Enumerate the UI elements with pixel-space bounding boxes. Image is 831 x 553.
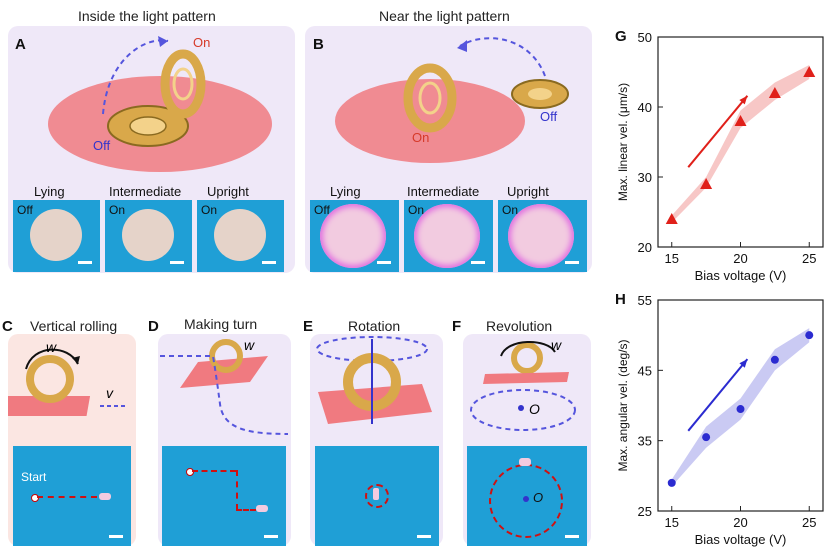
chart-g-point [803, 66, 816, 77]
chart-h-ytick-label: 45 [638, 363, 652, 378]
a-caption-lying: Lying [34, 184, 65, 199]
chart-h-ytick-label: 25 [638, 504, 652, 519]
b-caption-upright: Upright [507, 184, 549, 199]
state-label: Off [314, 203, 330, 217]
chart-g-point [734, 115, 747, 126]
panel-a-title: Inside the light pattern [78, 8, 216, 24]
a-image-intermediate: On [105, 200, 192, 272]
panel-f-title: Revolution [486, 318, 553, 334]
svg-text:v: v [106, 385, 114, 401]
gear-lying-icon [107, 105, 189, 147]
panel-c-letter: C [2, 318, 13, 335]
chart-g-error-band [671, 65, 810, 223]
chart-g-xlabel: Bias voltage (V) [695, 268, 787, 283]
d-image-trajectory [162, 446, 286, 546]
chart-h-xtick-label: 20 [733, 515, 747, 530]
panel-f-letter: F [452, 318, 462, 335]
chart-g-frame [657, 36, 824, 248]
chart-g-ytick-label: 50 [638, 30, 652, 45]
chart-h-ytick-label: 55 [638, 293, 652, 308]
state-label: Off [17, 203, 33, 217]
chart-g-xtick-label: 25 [802, 251, 816, 266]
gear-upright-icon [160, 49, 206, 119]
a-image-lying: Off [13, 200, 100, 272]
chart-g-ytick-label: 30 [638, 170, 652, 185]
chart-g-point [700, 178, 713, 189]
c-image-trajectory: Start [13, 446, 131, 546]
b-image-intermediate: On [404, 200, 493, 272]
panel-a-letter: A [15, 36, 26, 53]
svg-text:w: w [244, 337, 255, 353]
state-label: On [201, 203, 218, 217]
gear-upright-icon [403, 63, 457, 133]
chart-g-letter: G [615, 28, 627, 45]
b-image-lying: Off [310, 200, 399, 272]
state-label: On [408, 203, 425, 217]
chart-h-xlabel: Bias voltage (V) [695, 532, 787, 547]
e-image-trajectory [315, 446, 439, 546]
svg-text:w: w [46, 339, 57, 355]
chart-h-ylabel: Max. angular vel. (deg/s) [616, 339, 630, 471]
state-label: On [502, 203, 519, 217]
b-image-upright: On [498, 200, 587, 272]
chart-g-point [665, 213, 678, 224]
start-label: Start [21, 470, 47, 484]
a-caption-intermediate: Intermediate [109, 184, 182, 199]
gear-lying-icon [511, 79, 569, 109]
panel-b-title: Near the light pattern [379, 8, 510, 24]
svg-text:O: O [529, 401, 540, 417]
state-label: On [109, 203, 126, 217]
transition-arrow [459, 37, 546, 77]
center-label: O [533, 490, 544, 505]
chart-h-ytick-label: 35 [638, 434, 652, 449]
svg-text:w: w [551, 337, 562, 353]
panel-f-schematic: w O [470, 337, 576, 431]
chart-h-letter: H [615, 291, 626, 308]
chart-g-xtick-label: 15 [665, 251, 679, 266]
a-image-upright: On [197, 200, 284, 272]
panel-d-letter: D [148, 318, 159, 335]
chart-h-point [805, 331, 814, 340]
panel-b-letter: B [313, 36, 324, 53]
on-label: On [412, 130, 429, 145]
panel-c-schematic: w v [8, 339, 126, 416]
chart-g-ytick-label: 40 [638, 100, 652, 115]
panel-d-title: Making turn [184, 316, 258, 332]
panel-b-schematic: On Off [335, 37, 569, 163]
chart-h-point [667, 478, 676, 487]
on-label: On [193, 35, 210, 50]
chart-h-trend-arrowhead [739, 359, 748, 368]
panel-e-title: Rotation [348, 318, 401, 334]
panel-e-letter: E [303, 318, 314, 335]
chart-h-point [770, 355, 779, 364]
off-label: Off [540, 109, 557, 124]
chart-g-trend-arrowhead [739, 95, 748, 105]
b-caption-intermediate: Intermediate [407, 184, 480, 199]
panel-a-schematic: On Off [48, 35, 272, 172]
panel-e-schematic [316, 336, 432, 424]
chart-g-ytick-label: 20 [638, 240, 652, 255]
panel-c-title: Vertical rolling [30, 318, 118, 334]
chart-h-point [736, 405, 745, 414]
chart-g-trend-arrow [687, 95, 749, 168]
chart-h-xtick-label: 25 [802, 515, 816, 530]
chart-h-trend-arrow [687, 358, 749, 432]
chart-h-xtick-label: 15 [665, 515, 679, 530]
chart-g-point [768, 87, 781, 98]
f-image-trajectory: O [467, 446, 587, 546]
chart-g-xtick-label: 20 [733, 251, 747, 266]
b-caption-lying: Lying [330, 184, 361, 199]
a-caption-upright: Upright [207, 184, 249, 199]
panel-d-schematic: w [160, 337, 289, 435]
light-spot [335, 79, 525, 163]
chart-g-ylabel: Max. linear vel. (μm/s) [616, 83, 630, 201]
off-label: Off [93, 138, 110, 153]
chart-h-point [702, 433, 711, 442]
